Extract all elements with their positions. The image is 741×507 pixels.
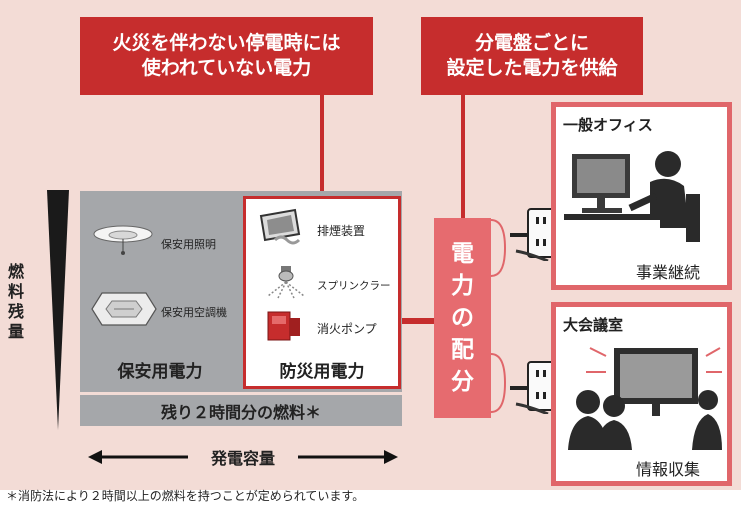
disaster-item-sprinkler-label: スプリンクラー <box>317 280 391 292</box>
sprinkler-icon <box>267 266 305 299</box>
left-callout-line-2: 使われていない電力 <box>141 57 312 79</box>
meeting-audience-icon <box>568 347 722 450</box>
office-worker-icon <box>564 151 700 242</box>
right-callout-line-1: 分電盤ごとに <box>474 32 589 54</box>
fuel-axis-label: 燃 料 残 量 <box>4 262 28 342</box>
distribution-char-5: 分 <box>451 369 474 395</box>
fire-pump-icon <box>267 311 300 341</box>
ceiling-ac-icon <box>91 292 157 326</box>
ceiling-light-icon <box>93 225 153 255</box>
fuel-wedge-icon <box>47 190 69 430</box>
distribution-bracket-top <box>491 219 507 277</box>
right-callout-line-2: 設定した電力を供給 <box>446 57 618 79</box>
remaining-fuel-bar: 残り２時間分の燃料＊ <box>80 392 402 426</box>
right-callout-connector <box>461 95 465 220</box>
distribution-char-1: 電 <box>451 241 474 267</box>
general-office-caption: 事業継続 <box>636 263 701 282</box>
security-power-title: 保安用電力 <box>117 361 203 382</box>
power-distribution-box: 電 力 の 配 分 <box>434 218 491 418</box>
smoke-exhaust-icon <box>259 208 301 245</box>
security-item-lighting-label: 保安用照明 <box>161 238 216 251</box>
disaster-item-pump-label: 消火ポンプ <box>317 322 377 336</box>
fuel-axis-char-2: 料 <box>7 282 24 301</box>
disaster-power-title: 防災用電力 <box>279 361 365 382</box>
general-office-title: 一般オフィス <box>563 116 653 134</box>
left-callout-line-1: 火災を伴わない停電時には <box>112 32 341 54</box>
security-power-panel <box>80 191 240 392</box>
fuel-axis-char-4: 量 <box>7 322 24 341</box>
footnote: ＊消防法により２時間以上の燃料を持つことが定められています。 <box>6 489 365 503</box>
disaster-item-smoke-label: 排煙装置 <box>317 224 366 238</box>
right-callout: 分電盤ごとに 設定した電力を供給 <box>421 17 643 95</box>
capacity-axis-label: 発電容量 <box>188 446 298 468</box>
disaster-to-distribution-connector <box>402 318 434 324</box>
left-callout: 火災を伴わない停電時には 使われていない電力 <box>80 17 373 95</box>
distribution-bracket-bottom <box>491 353 507 413</box>
security-item-ac-label: 保安用空調機 <box>161 306 227 319</box>
left-callout-connector <box>320 95 324 203</box>
distribution-char-4: 配 <box>451 337 474 363</box>
conference-room-title: 大会議室 <box>563 316 624 334</box>
fuel-axis-char-1: 燃 <box>7 262 24 281</box>
distribution-char-3: の <box>451 305 474 331</box>
outlet-plug-icon-bottom <box>510 361 555 414</box>
distribution-char-2: 力 <box>451 273 474 299</box>
conference-room-caption: 情報収集 <box>636 460 701 479</box>
fuel-axis-char-3: 残 <box>7 302 24 321</box>
